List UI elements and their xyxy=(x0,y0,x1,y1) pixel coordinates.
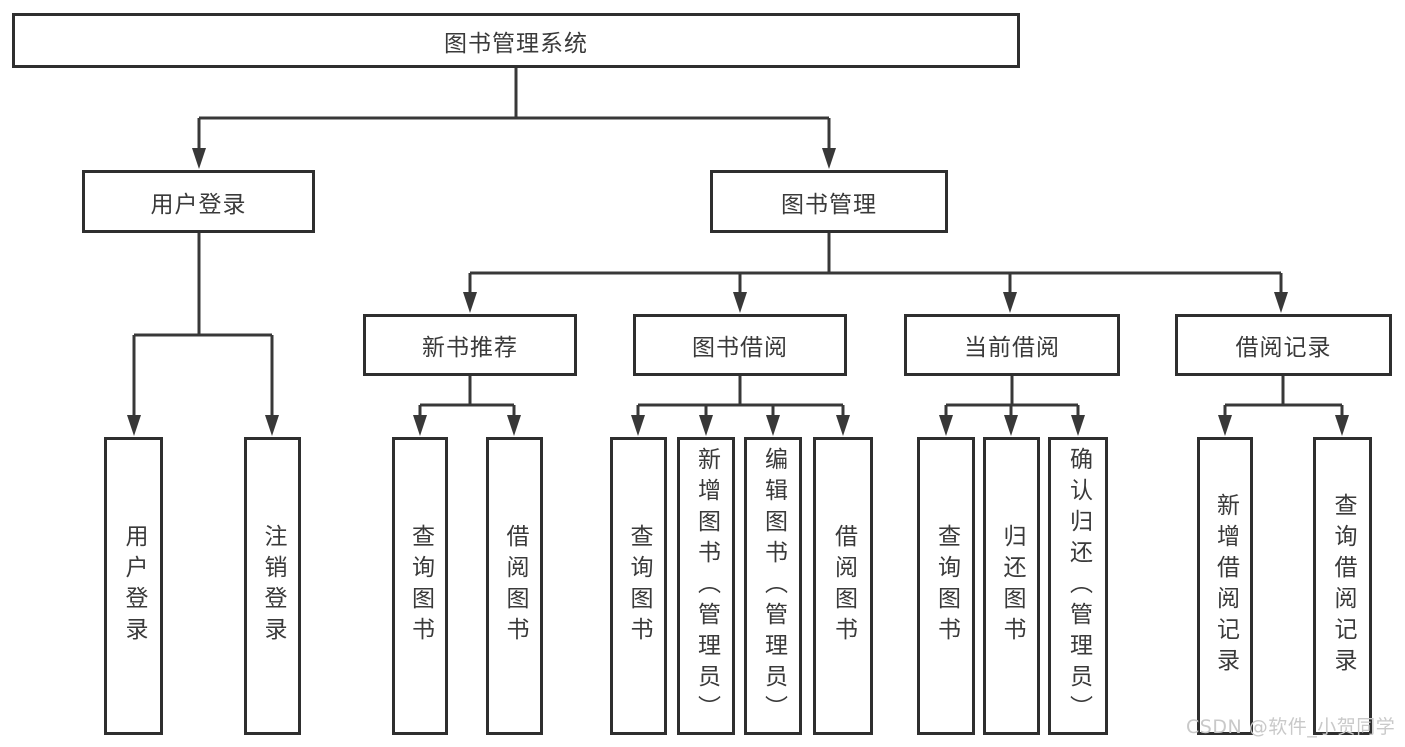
node-borrowing-records-label: 借阅记录 xyxy=(1235,335,1332,361)
node-book-borrowing: 图书借阅 xyxy=(633,314,847,376)
leaf-label: 新增图书（管理员） xyxy=(693,446,720,726)
leaf-query-books-current: 查询图书 xyxy=(917,437,975,735)
node-current-borrowing-label: 当前借阅 xyxy=(964,335,1060,361)
leaf-label: 编辑图书（管理员） xyxy=(760,446,787,726)
arrow-down-icon xyxy=(1003,292,1017,313)
node-new-book-recommendation-label: 新书推荐 xyxy=(422,335,518,361)
leaf-user-login: 用户登录 xyxy=(104,437,163,735)
arrow-down-icon xyxy=(192,148,206,169)
arrow-down-icon xyxy=(699,415,713,436)
leaf-label: 确认归还（管理员） xyxy=(1065,446,1092,726)
leaf-label: 归还图书 xyxy=(999,524,1025,648)
csdn-watermark: CSDN @软件_小贺同学 xyxy=(1186,716,1396,738)
leaf-return-books: 归还图书 xyxy=(983,437,1040,735)
arrow-down-icon xyxy=(766,415,780,436)
node-book-management-label: 图书管理 xyxy=(781,191,877,218)
arrow-down-icon xyxy=(822,148,836,169)
leaf-label: 借阅图书 xyxy=(830,524,857,648)
leaf-label: 新增借阅记录 xyxy=(1212,493,1239,679)
leaf-add-borrow-record: 新增借阅记录 xyxy=(1197,437,1253,735)
arrow-down-icon xyxy=(463,292,477,313)
leaf-add-book-admin: 新增图书（管理员） xyxy=(677,437,735,735)
leaf-label: 注销登录 xyxy=(260,524,286,648)
leaf-query-borrow-record: 查询借阅记录 xyxy=(1313,437,1372,735)
node-book-borrowing-label: 图书借阅 xyxy=(692,335,788,361)
node-book-management: 图书管理 xyxy=(710,170,948,233)
leaf-logout: 注销登录 xyxy=(244,437,301,735)
leaf-label: 查询图书 xyxy=(626,524,652,648)
leaf-label: 查询借阅记录 xyxy=(1330,493,1356,679)
arrowhead-icons xyxy=(127,148,1349,436)
node-new-book-recommendation: 新书推荐 xyxy=(363,314,577,376)
arrow-down-icon xyxy=(939,415,953,436)
arrow-down-icon xyxy=(265,415,279,436)
arrow-down-icon xyxy=(507,415,521,436)
root-node-label: 图书管理系统 xyxy=(444,30,588,57)
arrow-down-icon xyxy=(631,415,645,436)
arrow-down-icon xyxy=(733,292,747,313)
leaf-confirm-return-admin: 确认归还（管理员） xyxy=(1048,437,1108,735)
node-current-borrowing: 当前借阅 xyxy=(904,314,1120,376)
arrow-down-icon xyxy=(1335,415,1349,436)
leaf-label: 查询图书 xyxy=(407,524,434,648)
leaf-label: 用户登录 xyxy=(121,524,147,648)
arrow-down-icon xyxy=(836,415,850,436)
leaf-borrow-books-recommend: 借阅图书 xyxy=(486,437,543,735)
arrow-down-icon xyxy=(1071,415,1085,436)
leaf-query-books-recommend: 查询图书 xyxy=(392,437,448,735)
arrow-down-icon xyxy=(1274,292,1288,313)
leaf-query-books-borrowing: 查询图书 xyxy=(610,437,667,735)
arrow-down-icon xyxy=(413,415,427,436)
leaf-label: 查询图书 xyxy=(933,524,960,648)
arrow-down-icon xyxy=(127,415,141,436)
leaf-borrow-books-borrowing: 借阅图书 xyxy=(813,437,873,735)
node-borrowing-records: 借阅记录 xyxy=(1175,314,1392,376)
root-node: 图书管理系统 xyxy=(12,13,1020,68)
arrow-down-icon xyxy=(1218,415,1232,436)
node-user-login: 用户登录 xyxy=(82,170,315,233)
node-user-login-label: 用户登录 xyxy=(150,191,247,218)
leaf-label: 借阅图书 xyxy=(502,524,528,648)
connector-lines xyxy=(132,68,1344,417)
leaf-edit-book-admin: 编辑图书（管理员） xyxy=(744,437,802,735)
arrow-down-icon xyxy=(1004,415,1018,436)
